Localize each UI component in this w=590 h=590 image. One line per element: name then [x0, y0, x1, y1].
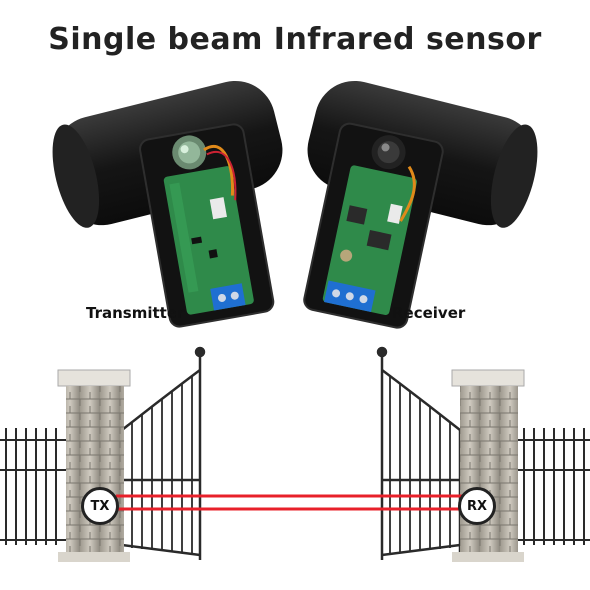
- receiver-label: Receiver: [392, 304, 466, 322]
- right-gate-leaf: [376, 346, 462, 560]
- page-title: Single beam Infrared sensor: [48, 22, 542, 57]
- transmitter-label: Transmitter: [86, 304, 185, 322]
- infrared-beams: [116, 494, 462, 511]
- left-gate-leaf: [120, 346, 206, 560]
- rx-badge: RX: [458, 487, 496, 525]
- right-fence: [518, 428, 590, 545]
- tx-badge: TX: [81, 487, 119, 525]
- receiver-device: [303, 80, 538, 329]
- right-pillar: [451, 369, 525, 562]
- transmitter-device: [52, 80, 283, 328]
- left-fence: [0, 428, 68, 545]
- left-pillar: [57, 369, 131, 562]
